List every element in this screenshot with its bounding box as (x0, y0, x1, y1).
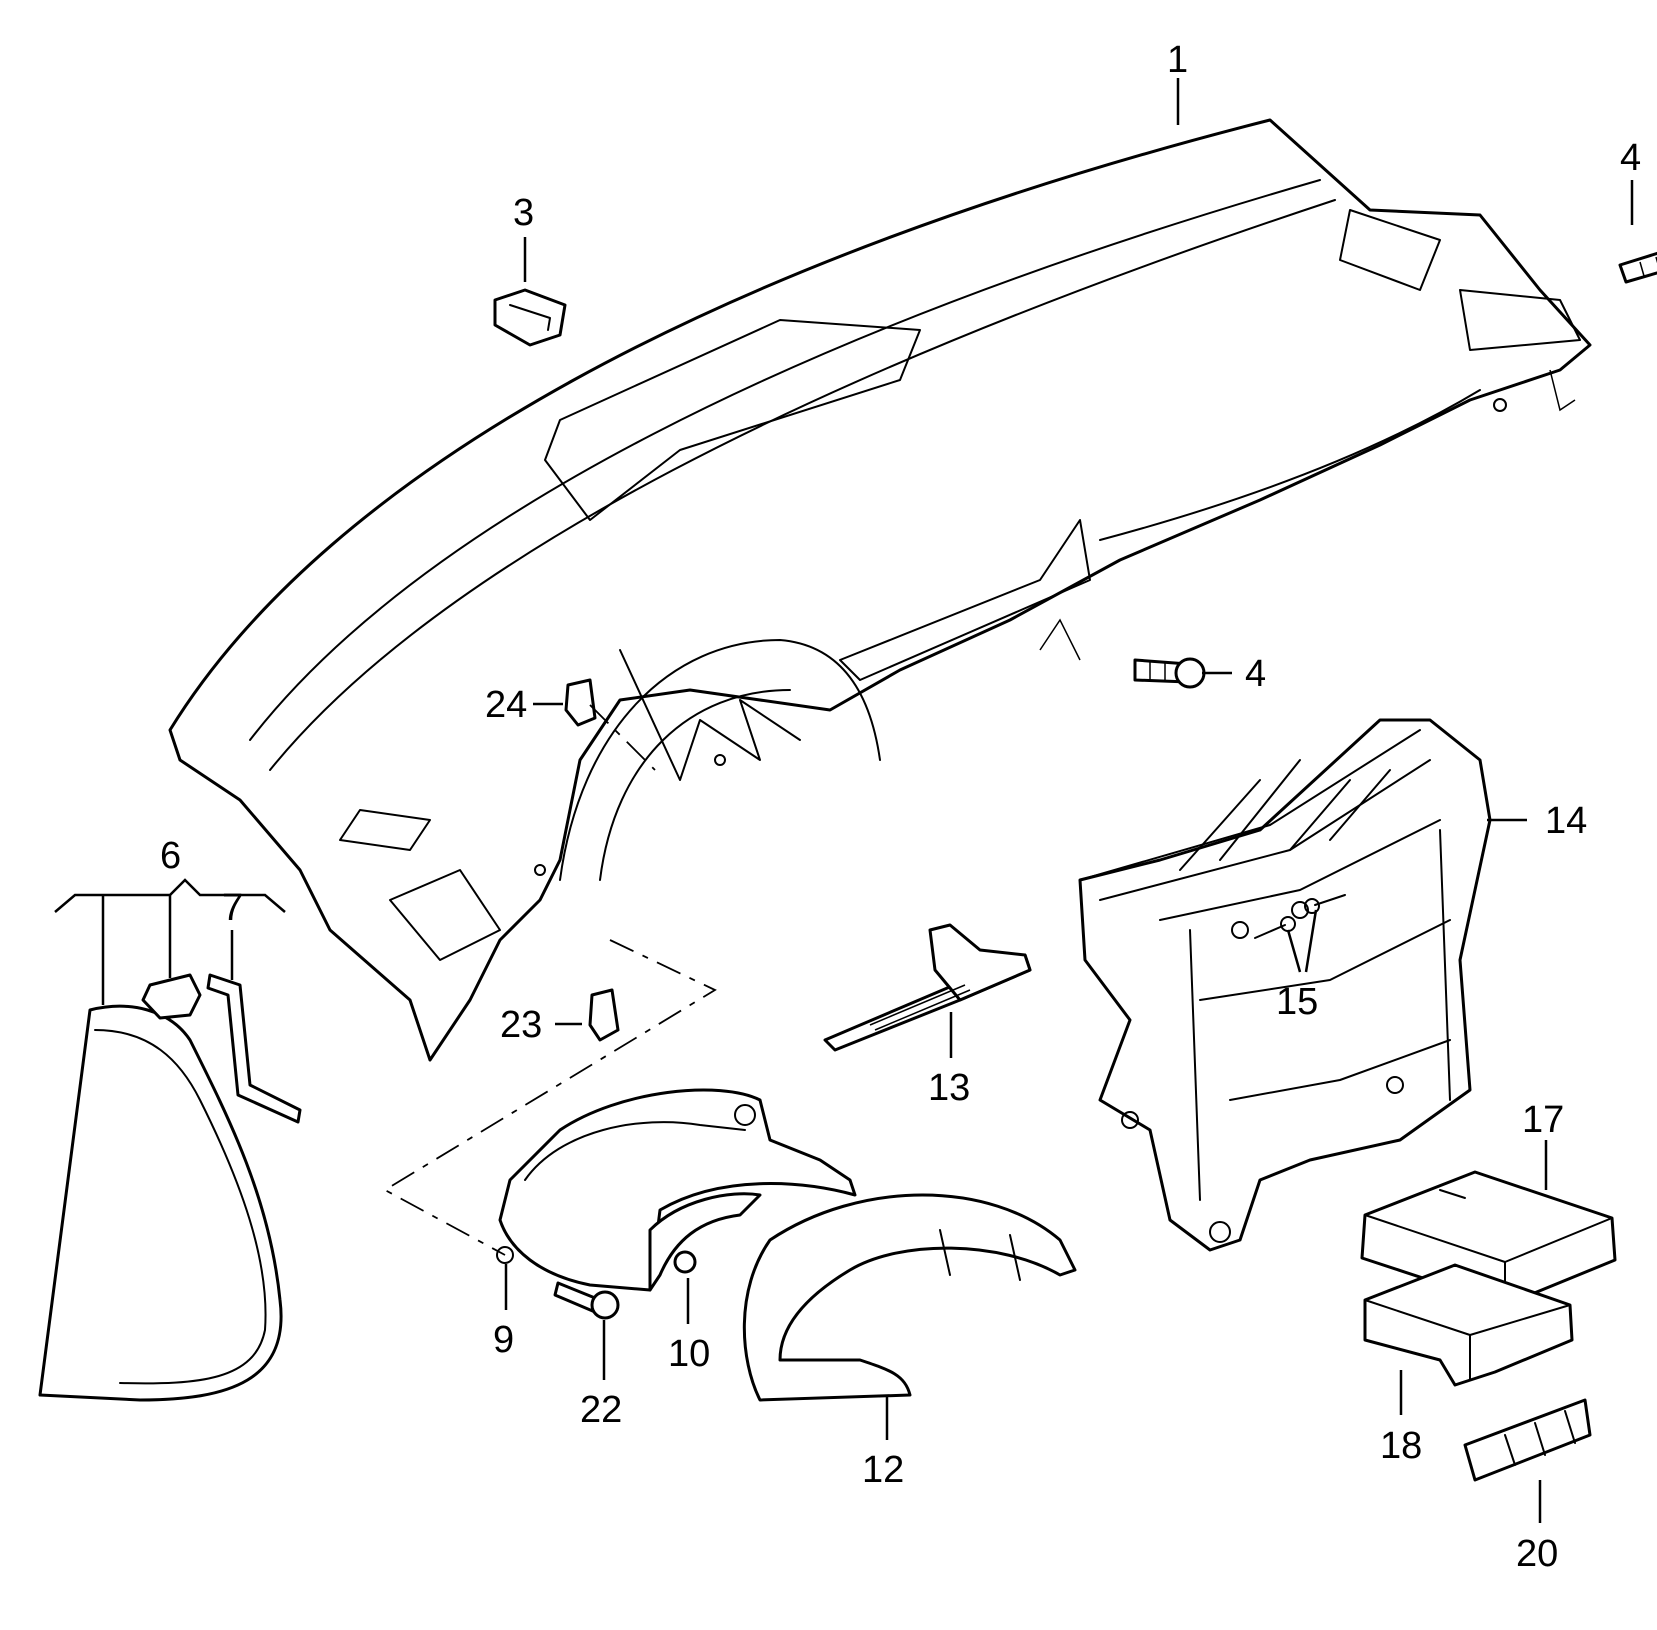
callout-10: 10 (668, 1333, 710, 1375)
callout-6: 6 (160, 835, 181, 877)
assembly-line-2 (589, 704, 656, 771)
rod-part-7 (206, 973, 302, 1124)
callout-3: 3 (513, 192, 534, 234)
clip-part-24 (564, 678, 597, 727)
dashboard-panel-part (168, 118, 1592, 1062)
carrier-frame-part-14 (1078, 718, 1492, 1252)
control-module-part-17 (1360, 1170, 1617, 1307)
leader-lines (54, 78, 1634, 1523)
module-part-18 (1363, 1263, 1574, 1387)
callout-12: 12 (862, 1449, 904, 1491)
screw-part-4-top (1618, 251, 1657, 284)
callout-24: 24 (485, 684, 527, 726)
callout-23: 23 (500, 1004, 542, 1046)
assembly-line-1 (383, 939, 717, 1256)
callout-20: 20 (1516, 1533, 1558, 1575)
callout-17: 17 (1522, 1099, 1564, 1141)
vent-strip-part-13 (823, 923, 1032, 1052)
callout-4-top: 4 (1620, 137, 1641, 179)
callout-13: 13 (928, 1067, 970, 1109)
callout-9: 9 (493, 1319, 514, 1361)
column-cover-part-9 (496, 1088, 857, 1292)
callout-18: 18 (1380, 1425, 1422, 1467)
clip-part-3 (493, 288, 567, 347)
lower-column-cover-part-12 (742, 1193, 1077, 1402)
callout-15: 15 (1276, 981, 1318, 1023)
connector-part-20 (1463, 1398, 1592, 1482)
callout-7: 7 (222, 887, 243, 929)
clip-part-23 (588, 988, 620, 1042)
clip-part-6 (141, 973, 202, 1020)
screw-part-4-lower (1133, 657, 1206, 689)
callout-14: 14 (1545, 800, 1587, 842)
washer-part-10 (648, 1192, 762, 1292)
screw-part-22 (553, 1281, 620, 1320)
callout-1: 1 (1167, 39, 1188, 81)
callout-4-lower: 4 (1245, 653, 1266, 695)
callout-22: 22 (580, 1389, 622, 1431)
